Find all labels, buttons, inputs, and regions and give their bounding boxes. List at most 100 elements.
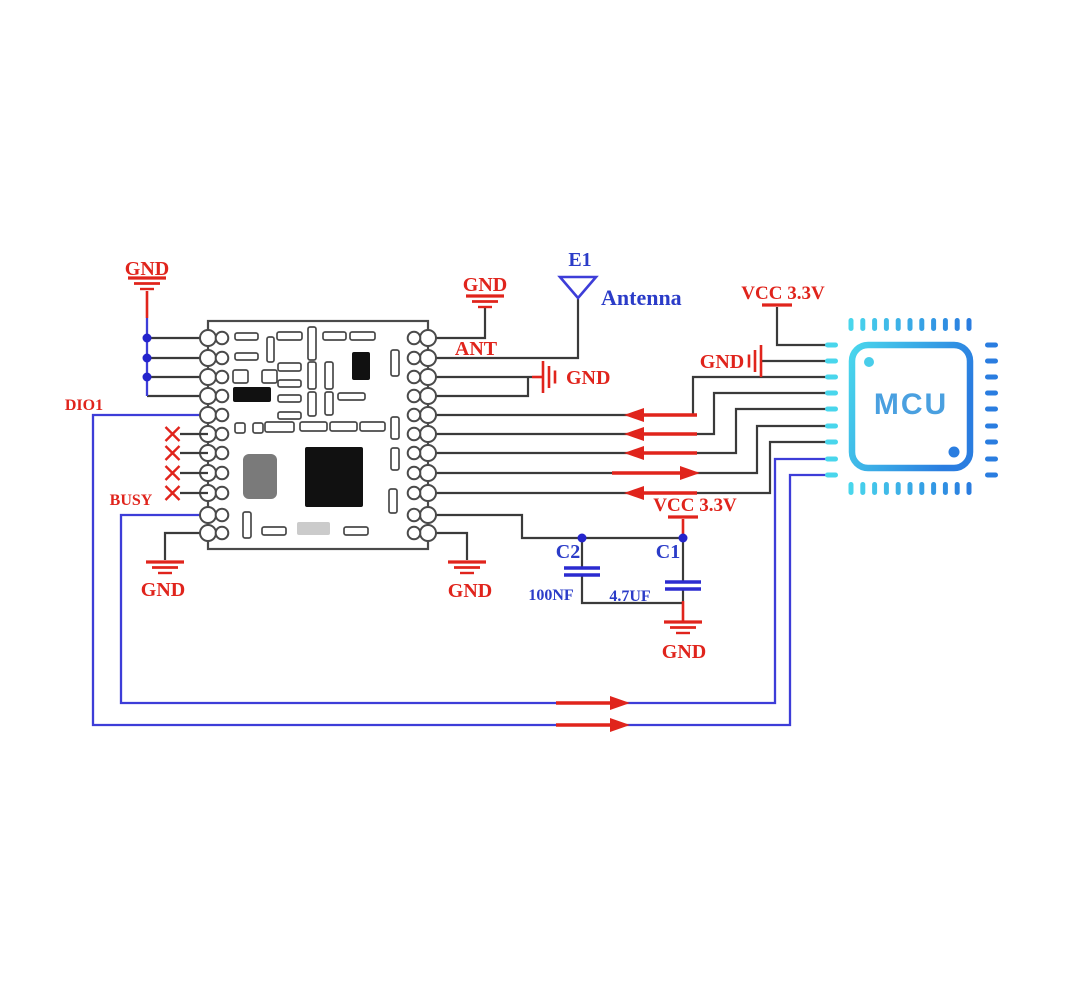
mcu-pin-dash-bottom [907,482,913,495]
module-component [234,352,259,361]
mcu-pin-dash-right [985,472,998,478]
mcu-pin-dash-left [825,456,838,462]
module-component [343,526,369,536]
mcu-pin-dash-top [883,318,889,331]
module-component [277,362,302,372]
module-component [261,526,287,536]
module-pin-hole [406,407,422,423]
module-edge-castellation [199,329,217,347]
mcu-pin-dash-right [985,423,998,429]
wire-vcc-module [428,513,683,540]
mcu-pin-dash-top [895,318,901,331]
module-component [232,369,249,384]
mcu-pin-dash-top [954,318,960,331]
arrow-head-icon [610,696,630,710]
arrow-head-icon [624,427,644,441]
module-component [277,394,302,403]
mcu-pin-dash-left [825,439,838,445]
mcu-pin-dash-top [848,318,854,331]
module-component [234,332,259,341]
mcu-label: MCU [874,388,948,421]
wire-spi-4 [428,424,826,475]
module-pin-hole [214,369,230,385]
module-pin-hole [406,426,422,442]
module-component [352,352,370,380]
gnd-module-top-label: GND [463,274,507,296]
no-connect-x-icon [164,445,181,461]
module-component [243,454,277,499]
capacitor-c1 [665,580,701,591]
antenna-triangle-icon [557,275,599,300]
red-wires [145,291,792,622]
mcu-pin-dash-right [985,358,998,364]
module-component [388,488,398,514]
module-pin-hole [214,525,230,541]
arrow-head-icon [624,486,644,500]
busy-label: BUSY [110,492,153,509]
mcu-pin-dash-bottom [942,482,948,495]
module-pin-hole [214,388,230,404]
mcu-pin-dash-right [985,456,998,462]
mcu-pin-dash-top [942,318,948,331]
module-component [299,421,328,432]
mcu-pin-dash-top [872,318,878,331]
wire-gnd-bottom-left [163,531,208,560]
mcu-pin-dashes [825,318,998,495]
module-edge-castellation [199,368,217,386]
module-edge-castellation [419,506,437,524]
mcu-pin-dash-left [825,423,838,429]
junction-dot [577,533,587,543]
module-edge-castellation [199,524,217,542]
module-pin-hole [214,507,230,523]
vcc-mcu-label: VCC 3.3V [741,283,825,304]
module-pin-hole [406,485,422,501]
mcu-pin-dash-left [825,374,838,380]
wire-ant [428,299,580,360]
module-edge-castellation [419,406,437,424]
module-pin-hole [406,388,422,404]
c1-ref-label: C1 [656,541,680,563]
module-component [264,421,295,433]
module-pin-hole [406,525,422,541]
junction-dot [142,372,152,382]
junction-dot [678,533,688,543]
module-edge-castellation [419,524,437,542]
no-connect-marks [164,426,208,501]
mcu-pin-dash-top [860,318,866,331]
module-pin-hole [406,330,422,346]
no-connect-x-icon [164,465,181,481]
module-component [337,392,366,401]
antenna-symbol [557,275,599,300]
module-component [261,369,278,384]
wire-spi-2 [428,391,826,436]
dio1-label: DIO1 [65,397,103,414]
mcu-pin-dash-top [919,318,925,331]
module-component [349,331,376,341]
module-component [277,379,302,388]
wire-busy-loop [119,457,826,705]
c2-ref-label: C2 [556,541,580,563]
module-pin-hole [214,330,230,346]
gnd-bottom-mid-label: GND [448,580,492,602]
module-component [307,391,317,417]
gnd-cap-label: GND [662,641,706,663]
module-component [252,422,264,434]
module-edge-castellation [419,387,437,405]
mcu-chip: MCU [825,318,998,495]
ground-symbols [128,276,763,635]
module-component [276,331,303,341]
capacitor-c2 [564,566,600,577]
mcu-pin-dash-bottom [919,482,925,495]
arrow-head-icon [624,446,644,460]
mcu-pin-dash-bottom [895,482,901,495]
junction-dots [142,333,688,543]
module-component [234,422,246,434]
wire-rf-gnd-b [428,377,530,398]
mcu-pin-dash-top [966,318,972,331]
arrow-head-icon [610,718,630,732]
junction-dot [142,353,152,363]
module-component [297,522,330,535]
module-pin-hole [214,350,230,366]
module-pin-hole [406,445,422,461]
